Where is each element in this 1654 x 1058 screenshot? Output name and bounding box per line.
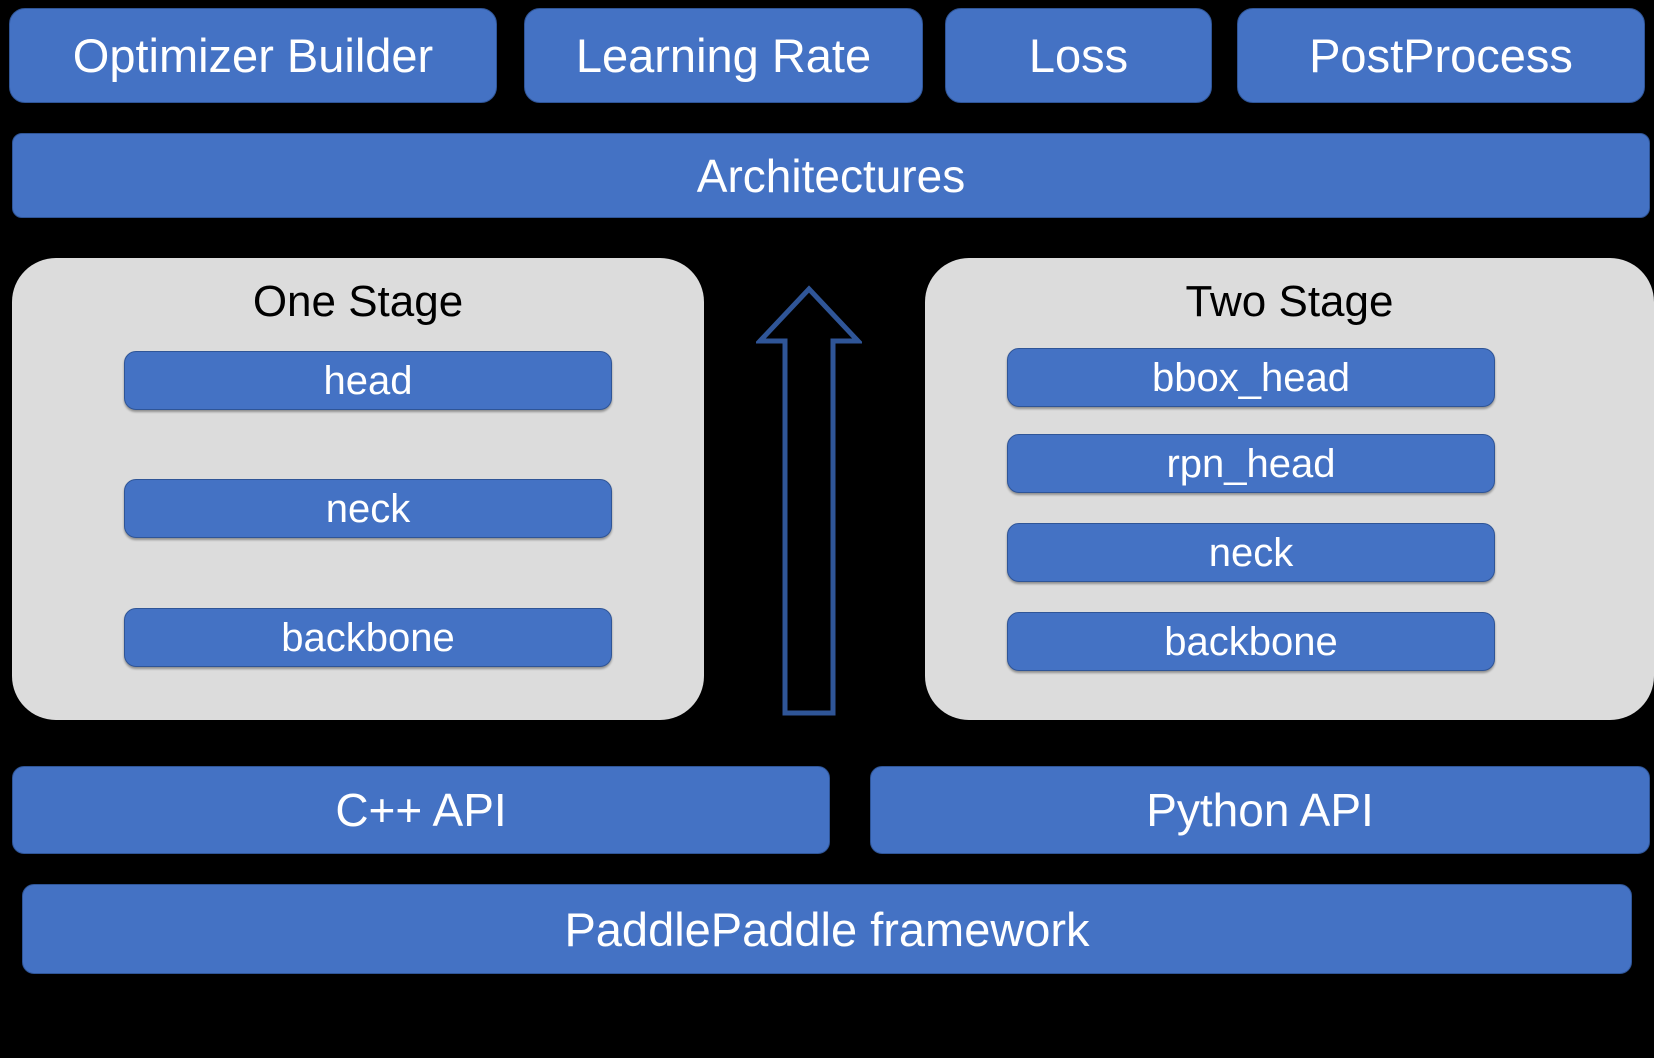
component-box-label: Loss [1028, 29, 1129, 82]
component-box-architectures[interactable]: Architectures [12, 133, 1650, 218]
stage-panel-title: Two Stage [1185, 277, 1394, 326]
stage-item-backbone[interactable]: backbone [1007, 612, 1495, 671]
stage-item-label: head [323, 358, 413, 403]
stage-item-label: neck [1208, 530, 1294, 575]
component-box-label: Optimizer Builder [72, 29, 434, 82]
component-box-paddlepaddle-framework[interactable]: PaddlePaddle framework [22, 884, 1632, 974]
component-box-label: Python API [1146, 784, 1374, 836]
stage-item-neck[interactable]: neck [1007, 523, 1495, 582]
component-box-learning-rate[interactable]: Learning Rate [524, 8, 923, 103]
component-box-postprocess[interactable]: PostProcess [1237, 8, 1645, 103]
stage-panel-one-stage: One Stage head neck backbone [12, 258, 704, 720]
component-box-loss[interactable]: Loss [945, 8, 1212, 103]
stage-item-label: rpn_head [1166, 441, 1336, 486]
stage-item-label: backbone [281, 615, 455, 660]
component-box-label: Learning Rate [575, 29, 872, 82]
component-box-label: PostProcess [1309, 29, 1573, 82]
component-box-python-api[interactable]: Python API [870, 766, 1650, 854]
stage-panel-two-stage: Two Stage bbox_head rpn_head neck backbo… [925, 258, 1654, 720]
stage-item-label: backbone [1164, 619, 1338, 664]
component-box-optimizer-builder[interactable]: Optimizer Builder [9, 8, 497, 103]
stage-item-neck[interactable]: neck [124, 479, 612, 538]
component-box-label: C++ API [335, 784, 507, 836]
upward-arrow-icon [756, 285, 862, 717]
stage-item-bbox-head[interactable]: bbox_head [1007, 348, 1495, 407]
stage-item-backbone[interactable]: backbone [124, 608, 612, 667]
component-box-label: PaddlePaddle framework [564, 902, 1090, 956]
component-box-label: Architectures [696, 149, 966, 202]
stage-item-label: neck [325, 486, 411, 531]
stage-item-head[interactable]: head [124, 351, 612, 410]
stage-panel-title: One Stage [252, 277, 464, 326]
component-box-cpp-api[interactable]: C++ API [12, 766, 830, 854]
stage-item-label: bbox_head [1152, 355, 1350, 400]
stage-item-rpn-head[interactable]: rpn_head [1007, 434, 1495, 493]
